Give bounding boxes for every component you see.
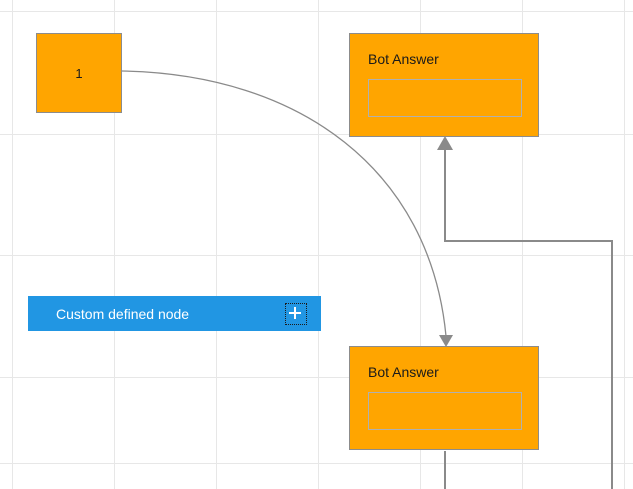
start-node[interactable]: 1 <box>36 33 122 113</box>
bot-answer-node-top[interactable]: Bot Answer <box>349 33 539 137</box>
edge-orthogonal[interactable] <box>437 136 613 489</box>
bot-answer-node-bottom[interactable]: Bot Answer <box>349 346 539 450</box>
bot-answer-slot[interactable] <box>368 79 522 118</box>
bot-answer-slot[interactable] <box>368 392 522 431</box>
plus-icon[interactable] <box>285 302 307 325</box>
bot-answer-title: Bot Answer <box>368 364 439 380</box>
custom-defined-node-label: Custom defined node <box>56 305 190 322</box>
edge-curved[interactable] <box>121 70 453 347</box>
custom-defined-node-bar[interactable]: Custom defined node <box>28 296 321 331</box>
down-arrowhead <box>439 335 453 347</box>
bot-answer-title: Bot Answer <box>368 51 439 67</box>
up-arrowhead <box>437 136 453 150</box>
start-node-label: 1 <box>75 65 83 81</box>
